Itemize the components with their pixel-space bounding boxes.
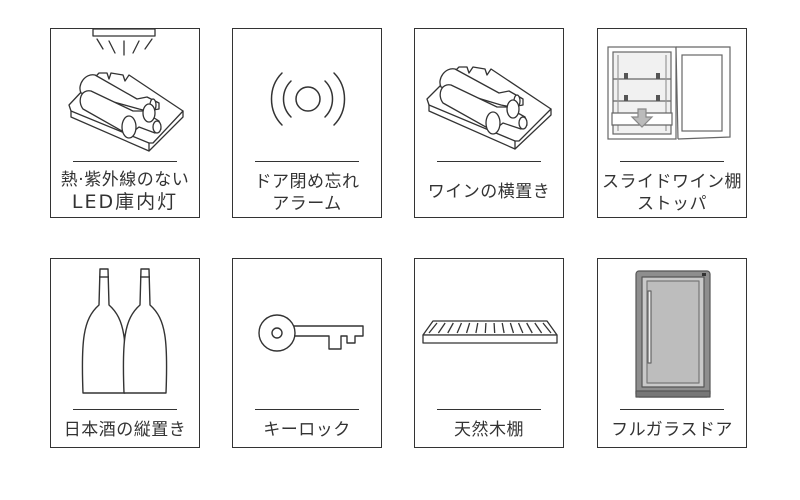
shelf-slat [526,322,533,334]
divider [620,161,724,162]
shelf-slat [542,322,552,334]
feature-card-slide: スライドワイン棚 ストッパ [597,28,747,218]
feature-label: フルガラスドア [600,419,744,441]
divider [255,409,359,410]
feature-label: ワインの横置き [417,181,561,203]
horizontal-bottles-icon [426,66,552,150]
divider [73,409,177,410]
wooden-shelf-icon [422,320,558,344]
label-line: 日本酒の縦置き [63,420,187,440]
label-line: ドア閉め忘れ [254,172,360,192]
door-alarm-icon [270,72,346,126]
shelf-slat [465,322,471,334]
shelf-slat [501,322,505,334]
label-line: ワインの横置き [427,182,551,202]
label-line: ストッパ [637,194,707,214]
divider [620,409,724,410]
feature-label: キーロック [235,419,379,441]
feature-label: 日本酒の縦置き [53,419,197,441]
feature-label: スライドワイン棚 ストッパ [600,171,744,215]
shelf-slat [447,322,454,334]
feature-label: 熱·紫外線のない LED庫内灯 [53,169,197,213]
shelf-slat [456,322,463,334]
feature-card-led: 熱·紫外線のない LED庫内灯 [50,28,200,218]
shelf-slat [475,322,479,334]
label-line: アラーム [272,194,342,214]
key-icon [258,314,364,352]
divider [437,409,541,410]
upright-bottles-icon [81,268,168,394]
feature-card-sake: 日本酒の縦置き [50,258,200,448]
divider [437,161,541,162]
divider [255,161,359,162]
led-light-icon [68,29,184,152]
shelf-slat [484,322,487,334]
feature-card-glass: フルガラスドア [597,258,747,448]
shelf-slat [517,322,524,334]
label-line: キーロック [263,420,351,440]
label-line: スライドワイン棚 [602,172,742,192]
shelf-slat [493,322,496,334]
divider [73,161,177,162]
label-line: LED庫内灯 [71,191,179,213]
shelf-slat [509,322,515,334]
label-line: 天然木棚 [454,420,524,440]
feature-card-horizontal: ワインの横置き [414,28,564,218]
feature-card-alarm: ドア閉め忘れ アラーム [232,28,382,218]
shelf-slat [428,322,438,334]
feature-card-wood: 天然木棚 [414,258,564,448]
feature-card-lock: キーロック [232,258,382,448]
feature-label: ドア閉め忘れ アラーム [235,171,379,215]
shelf-slat [534,322,543,334]
glass-door-icon [635,270,711,398]
label-line: 熱·紫外線のない [60,170,190,190]
feature-label: 天然木棚 [417,419,561,441]
sliding-shelf-icon [607,46,731,140]
shelf-slat [437,322,446,334]
label-line: フルガラスドア [611,420,733,440]
